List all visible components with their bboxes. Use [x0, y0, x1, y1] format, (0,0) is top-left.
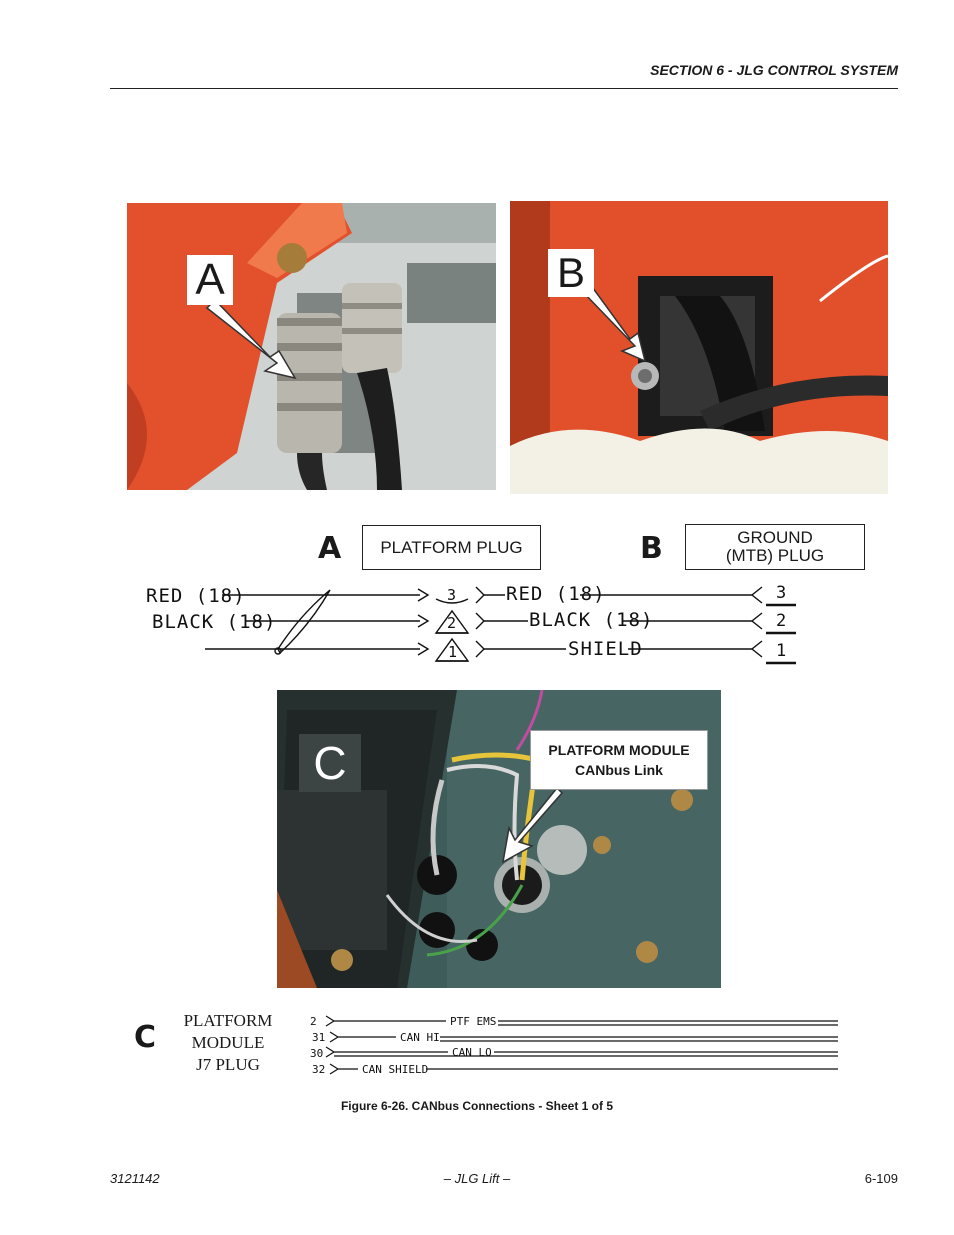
footer-center: – JLG Lift – [443, 1171, 511, 1186]
platform-module-j7-label: PLATFORM MODULE J7 PLUG [172, 1010, 284, 1076]
plug-pin-1: 1 [448, 643, 458, 661]
j7-pin-31: 31 [312, 1031, 325, 1044]
section-header: SECTION 6 - JLG CONTROL SYSTEM [650, 62, 898, 78]
figure-caption: Figure 6-26. CANbus Connections - Sheet … [340, 1099, 614, 1113]
diagram-c-letter: C [134, 1020, 157, 1055]
photo-b-ground-plug: B [510, 201, 888, 494]
right-wire-shield: SHIELD [568, 638, 643, 660]
j7-label-line2: MODULE [191, 1033, 265, 1052]
signal-can-lo: CAN LO [452, 1046, 492, 1059]
callout-line2: CANbus Link [575, 762, 663, 778]
ground-plug-line1: GROUND [737, 528, 813, 548]
j7-pin-30: 30 [310, 1047, 323, 1060]
platform-plug-box: PLATFORM PLUG [362, 525, 541, 570]
j7-label-line3: J7 PLUG [196, 1055, 260, 1074]
j7-label-line1: PLATFORM [183, 1011, 273, 1030]
footer-page-number: 6-109 [864, 1171, 898, 1186]
right-wire-red: RED (18) [506, 583, 606, 605]
diagram-b-letter: B [640, 531, 663, 566]
left-wire-red: RED (18) [146, 585, 246, 607]
photo-b-letter: B [548, 249, 594, 297]
photo-c-platform-module: C PLATFORM MODULE CANbus Link [277, 690, 721, 988]
j7-pin-2: 2 [310, 1015, 317, 1028]
right-wire-black: BLACK (18) [529, 609, 653, 631]
header-rule [110, 88, 898, 89]
canbus-link-callout: PLATFORM MODULE CANbus Link [530, 730, 708, 790]
photo-a-letter: A [187, 255, 233, 305]
signal-ptf-ems: PTF EMS [450, 1015, 496, 1028]
diagram-a-letter: A [318, 531, 342, 566]
ground-pin-2: 2 [776, 611, 787, 631]
signal-can-shield: CAN SHIELD [362, 1063, 428, 1076]
photo-a-platform-plug: A [127, 203, 496, 490]
j7-pin-32: 32 [312, 1063, 325, 1076]
ground-plug-line2: (MTB) PLUG [725, 546, 825, 565]
plug-pin-2: 2 [447, 614, 457, 632]
photo-c-letter: C [299, 734, 361, 792]
plug-pin-3: 3 [447, 586, 457, 604]
footer-doc-number: 3121142 [110, 1171, 160, 1186]
ground-pin-3: 3 [776, 583, 787, 603]
ground-pin-1: 1 [776, 641, 787, 661]
callout-line1: PLATFORM MODULE [548, 742, 690, 758]
signal-can-hi: CAN HI [400, 1031, 440, 1044]
ground-mtb-plug-box: GROUND (MTB) PLUG [685, 524, 865, 570]
wiring-diagram-ab: RED (18) BLACK (18) 3 2 1 RED (18) BLACK… [146, 583, 796, 665]
wiring-diagram-c: 2 31 30 32 PTF EMS CAN HI CAN LO CAN SHI… [310, 1015, 838, 1076]
left-wire-black: BLACK (18) [152, 611, 276, 633]
